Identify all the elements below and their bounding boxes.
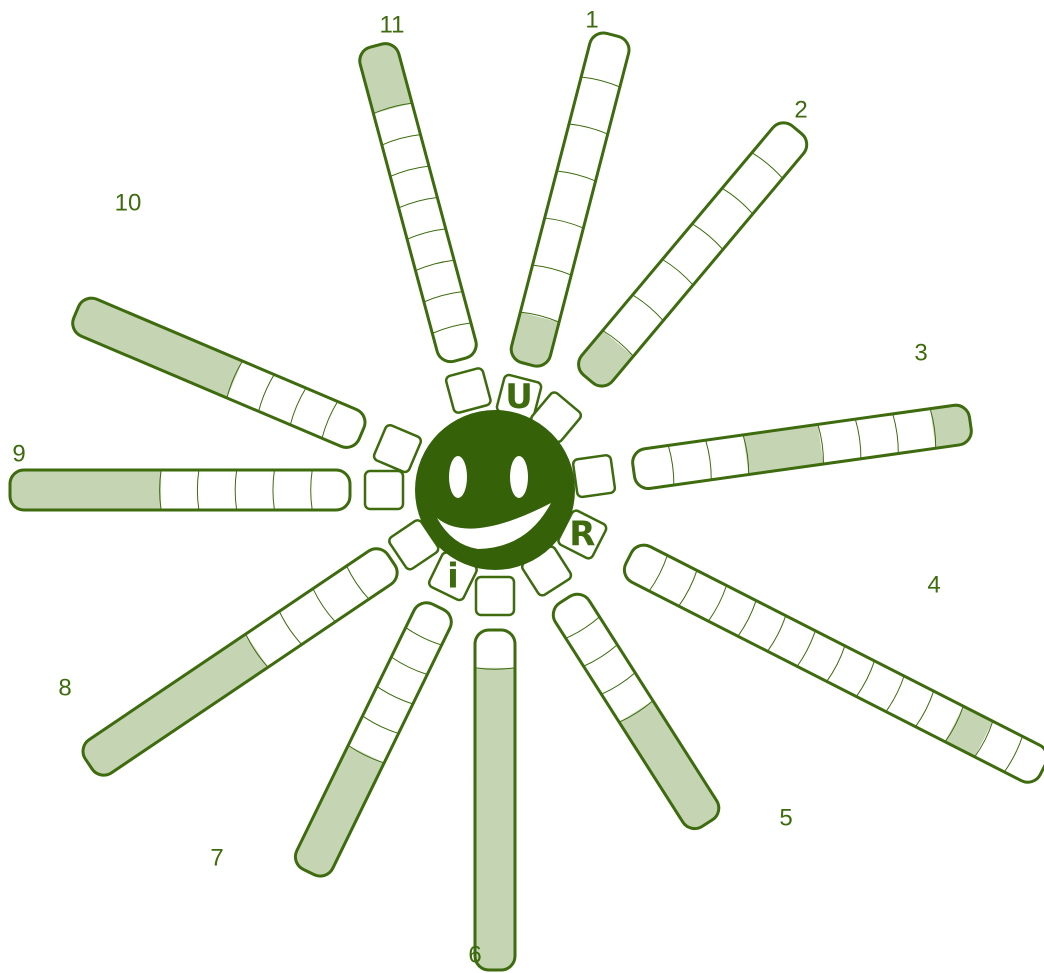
hub-box-10[interactable] [373,424,423,474]
ray-9 [9,470,350,510]
ray-number-6: 6 [468,942,481,969]
ray-cell[interactable] [274,470,312,510]
ray-cell-shaded[interactable] [475,857,515,895]
ray-number-8: 8 [58,675,71,702]
smiley-face-icon [415,410,575,570]
ray-cell[interactable] [818,419,862,464]
hub-box-11[interactable] [445,367,492,414]
hub-letter: R [569,514,595,554]
ray-number-2: 2 [794,97,807,124]
ray-cell[interactable] [161,470,199,510]
ray-cell[interactable] [475,630,515,668]
hub-box-3[interactable] [573,455,616,498]
ray-7 [290,598,456,881]
ray-10 [68,294,370,452]
ray-2 [573,117,813,392]
ray-cell-shaded[interactable] [780,424,824,469]
ray-3 [631,403,974,490]
ray-cell-shaded[interactable] [85,470,123,510]
ray-cell-shaded[interactable] [475,668,515,706]
ray-cell-shaded[interactable] [475,743,515,781]
ray-cell[interactable] [312,470,350,510]
ray-cell-shaded[interactable] [475,894,515,932]
ray-number-9: 9 [12,441,25,468]
ray-cell[interactable] [893,409,937,454]
ray-number-7: 7 [210,845,223,872]
ray-number-1: 1 [585,7,598,34]
hub-box-9[interactable] [365,471,403,509]
ray-cell[interactable] [236,470,274,510]
right-eye [510,456,528,498]
ray-cell[interactable] [706,435,750,480]
ray-cell-shaded[interactable] [743,430,787,475]
left-eye [449,456,467,498]
ray-number-11: 11 [380,12,405,39]
ray-number-3: 3 [914,340,927,367]
ray-number-5: 5 [779,805,792,832]
ray-cell-shaded[interactable] [475,781,515,819]
ray-cell-shaded[interactable] [475,819,515,857]
ray-cell-shaded[interactable] [9,470,47,510]
ray-cell-shaded[interactable] [123,470,161,510]
ray-cell[interactable] [198,470,236,510]
ray-cell[interactable] [855,414,899,459]
ray-number-10: 10 [115,190,142,217]
ray-6 [475,630,515,971]
ray-number-4: 4 [927,572,940,599]
ray-cell-shaded[interactable] [47,470,85,510]
hub-letter: U [505,377,533,417]
hub-box-6[interactable] [476,577,514,615]
ray-5 [548,589,724,834]
ray-cell-shaded[interactable] [475,706,515,744]
ray-cell[interactable] [668,440,712,485]
hub-letter: i [447,556,459,596]
ray-11 [356,40,479,365]
